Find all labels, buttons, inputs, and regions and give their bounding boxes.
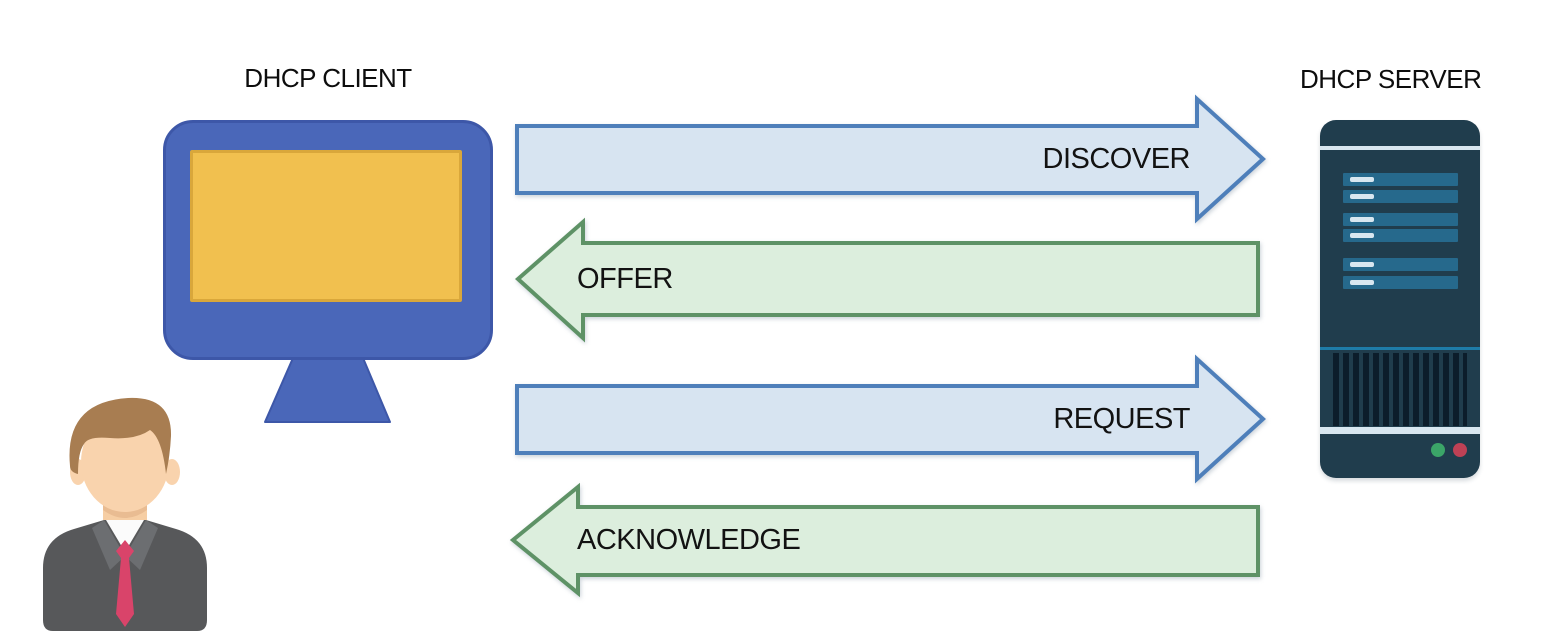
server-slot-bar [1350,177,1374,182]
server-drive-slot [1343,276,1458,289]
request-arrow [515,354,1266,484]
discover-arrow [515,94,1266,224]
server-led-green [1431,443,1445,457]
server-tower-icon [1320,120,1480,478]
offer-label: OFFER [577,263,673,295]
server-slot-bar [1350,217,1374,222]
server-slot-bar [1350,280,1374,285]
client-title: DHCP CLIENT [244,63,412,93]
server-drive-slot [1343,229,1458,242]
acknowledge-label: ACKNOWLEDGE [577,524,801,556]
user-lapel [125,520,158,570]
server-drive-slot [1343,173,1458,186]
user-shirt [106,520,144,552]
user-hair [69,397,172,474]
user-lapel [92,520,125,570]
acknowledge-arrow [509,482,1260,598]
server-vent-grille [1333,353,1467,426]
server-light-bar [1320,427,1480,434]
server-title: DHCP SERVER [1300,64,1482,94]
monitor-screen [190,150,462,302]
server-led-red [1453,443,1467,457]
monitor-stand [264,357,391,423]
server-slot-bar [1350,262,1374,267]
user-icon [43,397,207,631]
user-tie [116,540,134,627]
server-drive-slot [1343,190,1458,203]
offer-arrow [514,217,1260,343]
server-drive-slot [1343,258,1458,271]
server-slot-bar [1350,233,1374,238]
discover-label: DISCOVER [1042,143,1191,175]
server-top-line [1320,146,1480,150]
server-divider-line [1320,347,1480,350]
request-label: REQUEST [1053,403,1190,435]
server-drive-slot [1343,213,1458,226]
server-slot-bar [1350,194,1374,199]
